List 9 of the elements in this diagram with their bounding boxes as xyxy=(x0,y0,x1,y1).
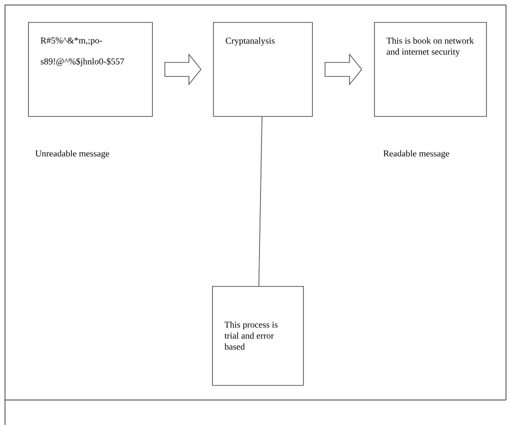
text-box: Cryptanalysis xyxy=(213,22,313,117)
block-arrow xyxy=(164,53,202,86)
connector-line xyxy=(258,116,262,286)
node-label: Readable message xyxy=(383,150,450,158)
text-box: This is book on network and internet security xyxy=(374,22,487,117)
node-label: Unreadable message xyxy=(35,150,110,158)
text-box: R#5%^&*m,;po- s89!@^%$jhnlo0-$557 xyxy=(28,22,153,117)
block-arrow xyxy=(324,53,362,86)
text-box: This process is trial and error based xyxy=(212,286,304,386)
